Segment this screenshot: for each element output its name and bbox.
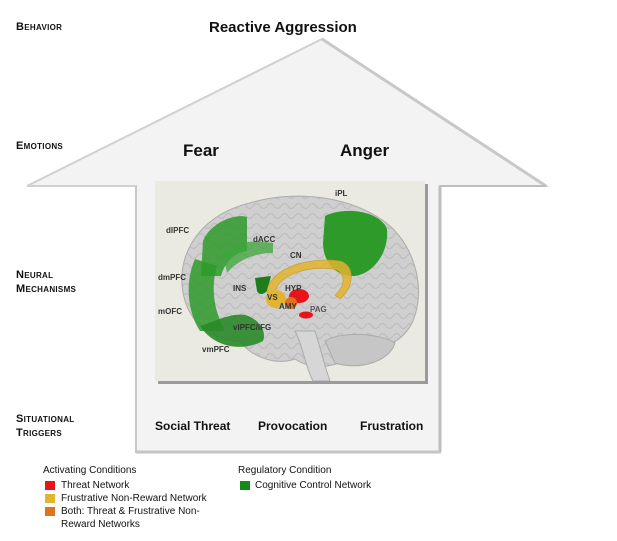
region-pag [299, 311, 313, 319]
label-amy: AMY [279, 302, 297, 311]
level-triggers-line1: Situational [16, 413, 75, 425]
legend-both-line1: Both: Threat & Frustrative Non- [61, 506, 200, 517]
level-behavior-text: Behavior [16, 21, 63, 33]
legend-swatch-both [45, 507, 55, 516]
label-mofc: mOFC [158, 307, 182, 316]
brain-image: dlPFC dACC iPL CN dmPFC INS HYP VS AMY m… [155, 181, 425, 381]
level-neural-line2: Mechanisms [16, 283, 77, 295]
level-triggers-line2: Triggers [16, 427, 63, 439]
trigger-frustration: Frustration [360, 419, 424, 433]
trigger-provocation: Provocation [258, 419, 328, 433]
legend-both-line2: Reward Networks [61, 519, 140, 530]
brain-illustration [181, 195, 419, 381]
label-vmpfc: vmPFC [202, 345, 230, 354]
legend-swatch-threat [45, 481, 55, 490]
region-cn [266, 259, 352, 300]
label-dlpfc: dlPFC [166, 226, 190, 235]
emotion-anger: Anger [340, 141, 390, 160]
region-dmpfc-mofc [188, 259, 225, 331]
legend-regulatory-title: Regulatory Condition [238, 465, 332, 476]
label-vs: VS [267, 293, 278, 302]
level-neural-mechanisms: Neural Mechanisms [16, 268, 76, 296]
behavior-label: Reactive Aggression [209, 19, 357, 36]
region-vmpfc-vlpfc [200, 314, 265, 347]
region-dacc [223, 241, 273, 273]
legend-swatch-frustrative [45, 494, 55, 503]
region-amy [285, 297, 297, 309]
region-ipl [323, 210, 388, 277]
label-cn: CN [290, 251, 302, 260]
label-hyp: HYP [285, 284, 302, 293]
level-neural-line1: Neural [16, 269, 54, 281]
region-vs [266, 290, 286, 308]
legend-activating-title: Activating Conditions [43, 465, 137, 476]
legend-both: Both: Threat & Frustrative Non- Reward N… [61, 505, 200, 531]
label-dmpfc: dmPFC [158, 273, 186, 282]
legend-threat: Threat Network [61, 480, 130, 491]
level-emotions: Emotions [16, 139, 63, 153]
brain-cerebellum [324, 333, 396, 367]
region-dlpfc [201, 216, 247, 276]
legend-frustrative: Frustrative Non-Reward Network [61, 493, 207, 504]
roof-edge-right [321, 37, 547, 188]
trigger-social-threat: Social Threat [155, 419, 231, 433]
brainstem [294, 330, 331, 381]
legend-swatch-control [240, 481, 250, 490]
label-vlpfc-ifg: vlPFC/iFG [233, 323, 272, 332]
label-ins: INS [233, 284, 247, 293]
level-behavior: Behavior [16, 20, 62, 34]
legend-cognitive-control: Cognitive Control Network [255, 480, 372, 491]
label-ipl: iPL [335, 189, 348, 198]
label-pag: PAG [310, 305, 327, 314]
level-situational-triggers: Situational Triggers [16, 412, 74, 440]
level-emotions-text: Emotions [16, 140, 64, 152]
label-dacc: dACC [253, 235, 276, 244]
emotion-fear: Fear [183, 141, 219, 160]
